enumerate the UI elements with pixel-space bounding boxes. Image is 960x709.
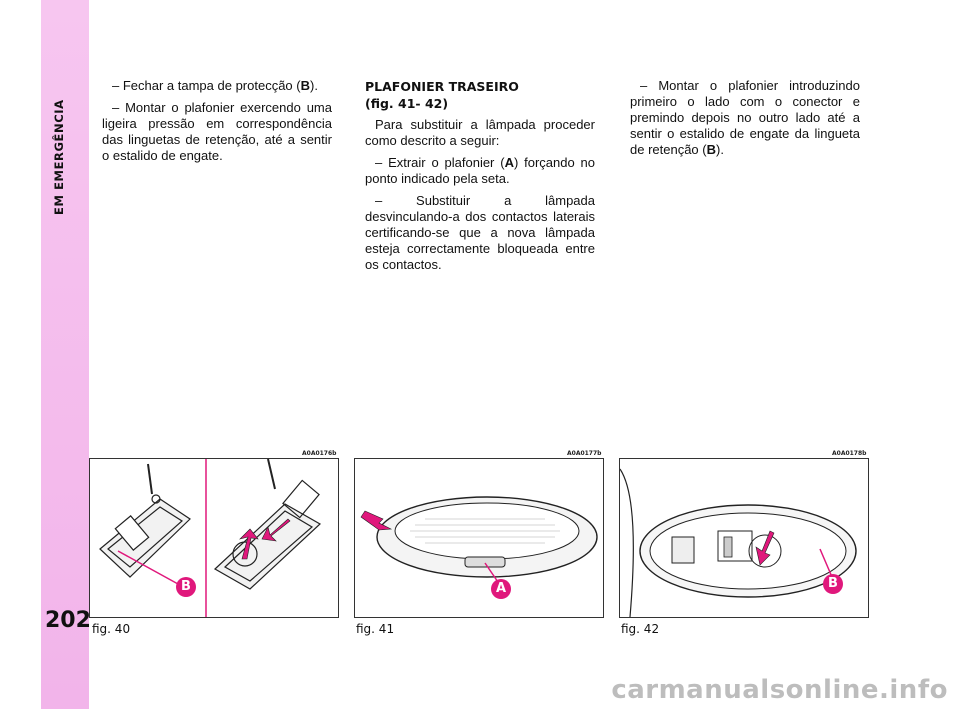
text-column-3: – Montar o plafonier introduzindo primei…	[630, 78, 860, 164]
figure-code: A0A0178b	[832, 450, 867, 457]
paragraph: – Montar o plafonier introduzindo primei…	[630, 78, 860, 157]
figure-code: A0A0176b	[302, 450, 337, 457]
figure-42-illustration	[619, 458, 869, 618]
paragraph: – Fechar a tampa de protecção (B).	[112, 78, 318, 93]
figure-caption: fig. 42	[621, 622, 660, 636]
section-title: EM EMERGÊNCIA	[52, 99, 66, 215]
text-column-2: PLAFONIER TRASEIRO (fig. 41- 42) Para su…	[365, 78, 595, 279]
callout-a-marker: A	[491, 579, 511, 599]
figure-caption: fig. 41	[356, 622, 395, 636]
figure-code: A0A0177b	[567, 450, 602, 457]
paragraph: – Substituir a lâmpada desvinculando-a d…	[365, 193, 595, 272]
watermark-link[interactable]: carmanualsonline.info	[611, 675, 948, 705]
paragraph: – Montar o plafonier exercendo uma ligei…	[102, 100, 332, 163]
paragraph: Para substituir a lâmpada proceder como …	[365, 117, 595, 148]
section-heading: PLAFONIER TRASEIRO (fig. 41- 42)	[365, 79, 519, 111]
figure-41-illustration	[354, 458, 604, 618]
paragraph: – Extrair o plafonier (A) forçando no po…	[365, 155, 595, 186]
callout-b-marker: B	[823, 574, 843, 594]
section-sidebar	[41, 0, 89, 709]
figure-caption: fig. 40	[92, 622, 131, 636]
text-column-1: – Fechar a tampa de protecção (B). – Mon…	[102, 78, 332, 170]
figure-40-illustration	[89, 458, 339, 618]
callout-b-marker: B	[176, 577, 196, 597]
page-number: 202	[45, 608, 91, 633]
